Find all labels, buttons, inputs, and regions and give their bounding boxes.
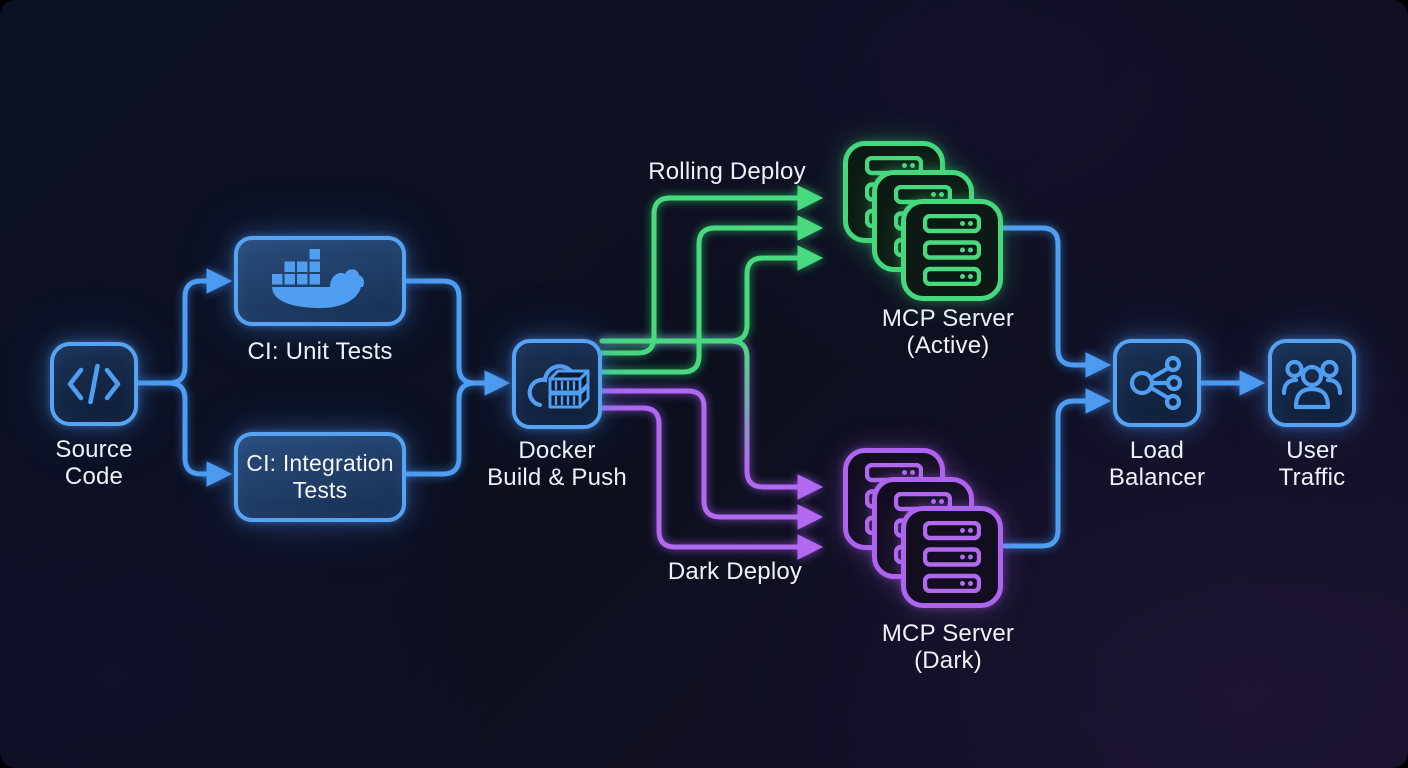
server-card-front: [901, 506, 1003, 608]
node-docker-build-push: [512, 339, 602, 429]
edge-unit-to-docker: [403, 278, 487, 386]
arrowhead-into-ci-integration: [206, 461, 233, 487]
node-ci-integration-tests: CI: Integration Tests: [234, 432, 406, 522]
dark-deploy-wires: [599, 338, 824, 560]
mcp-server-dark-label: MCP Server (Dark): [881, 620, 1015, 674]
mcp-server-active-label: MCP Server (Active): [881, 305, 1015, 359]
users-icon: [1281, 359, 1343, 410]
node-load-balancer: [1113, 339, 1201, 427]
edge-integration-to-docker: [403, 380, 487, 477]
edge-rolling-deploy-2: [599, 225, 800, 375]
blue-connectors: [135, 225, 1266, 549]
arrowhead-into-user: [1239, 370, 1266, 396]
arrowhead-rolling-2: [797, 215, 824, 241]
user-traffic-label: User Traffic: [1278, 437, 1346, 491]
docker-whale-icon: [272, 249, 364, 308]
arrowhead-dark-2: [797, 504, 824, 530]
server-card-front: [901, 199, 1003, 301]
share-network-icon: [1129, 355, 1183, 411]
cloud-container-icon: [527, 364, 590, 409]
edge-source-to-unit: [135, 278, 209, 386]
server-stack-icon: [923, 214, 981, 286]
code-icon: [67, 363, 121, 405]
edge-rolling-deploy-1: [599, 195, 800, 356]
edge-active-to-lb: [1001, 225, 1088, 368]
node-mcp-server-active: [843, 141, 1005, 303]
arrowhead-lb-bottom: [1085, 388, 1112, 414]
node-mcp-server-dark: [843, 448, 1005, 610]
node-user-traffic: [1268, 339, 1356, 427]
ci-integration-tests-text: CI: Integration Tests: [246, 450, 394, 503]
edge-dark-to-lb: [1001, 398, 1088, 549]
load-balancer-label: Load Balancer: [1108, 437, 1206, 491]
arrowhead-dark-3: [797, 534, 824, 560]
docker-build-push-label: Docker Build & Push: [487, 437, 627, 491]
arrowhead-rolling-1: [797, 185, 824, 211]
dark-deploy-label: Dark Deploy: [667, 558, 803, 585]
source-code-label: Source Code: [55, 436, 133, 490]
edge-dark-deploy-2: [599, 388, 800, 520]
arrowhead-rolling-3: [797, 245, 824, 271]
arrowhead-lb-top: [1085, 352, 1112, 378]
arrowhead-into-docker: [484, 370, 511, 396]
ci-unit-tests-label: CI: Unit Tests: [247, 338, 393, 365]
edge-rolling-deploy-3: [599, 255, 800, 344]
arrowhead-dark-1: [797, 474, 824, 500]
node-ci-unit-tests: [234, 236, 406, 326]
arrowhead-into-ci-unit: [206, 268, 233, 294]
rolling-deploy-wires: [599, 185, 824, 375]
server-stack-icon: [923, 521, 981, 593]
node-source-code: [50, 342, 138, 426]
edge-dark-deploy-3: [599, 405, 800, 550]
edge-source-to-integration: [135, 380, 209, 477]
rolling-deploy-label: Rolling Deploy: [648, 158, 806, 185]
